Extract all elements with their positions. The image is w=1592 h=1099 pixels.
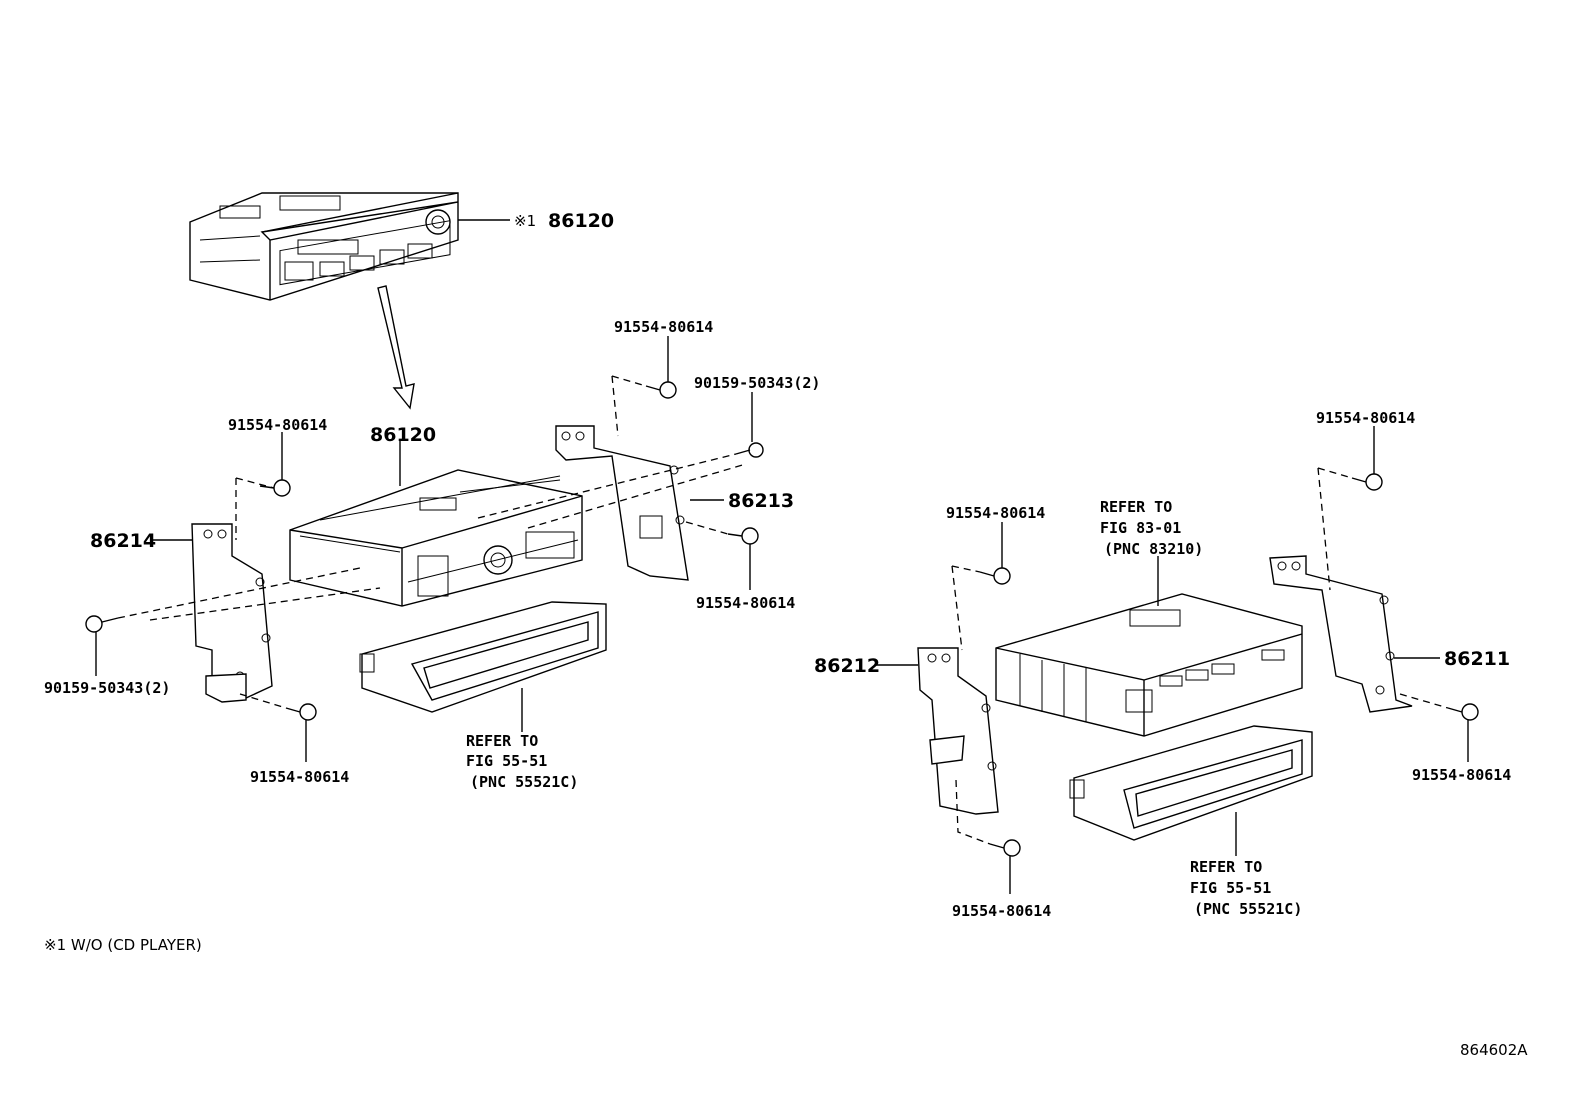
refer-right-top-line3: (PNC 83210) bbox=[1104, 540, 1203, 558]
bolt-right-bottom bbox=[727, 527, 759, 545]
refer-right-bottom-line1: REFER TO bbox=[1190, 858, 1262, 876]
label-bolt-e: 91554-80614 bbox=[946, 504, 1045, 522]
label-86214: 86214 bbox=[90, 530, 156, 552]
screw-right bbox=[735, 442, 764, 458]
bolt-navi-right-bottom bbox=[1447, 703, 1479, 721]
label-screw-left: 90159-50343(2) bbox=[44, 679, 170, 697]
cd-radio-unit bbox=[289, 469, 583, 607]
bolt-navi-left-bottom bbox=[989, 839, 1021, 857]
bolt-navi-right-top bbox=[1351, 473, 1383, 491]
label-86120: 86120 bbox=[370, 424, 436, 446]
bracket-86212 bbox=[917, 647, 999, 815]
label-86211: 86211 bbox=[1444, 648, 1510, 670]
label-bolt-a: 91554-80614 bbox=[228, 416, 327, 434]
refer-right-bottom-line2: FIG 55-51 bbox=[1190, 879, 1271, 897]
label-screw-right: 90159-50343(2) bbox=[694, 374, 820, 392]
radio-unit-top bbox=[189, 192, 459, 301]
bolt-left-bottom bbox=[285, 703, 317, 721]
bracket-86211 bbox=[1269, 555, 1413, 713]
asterisk-marker: ※1 bbox=[514, 212, 536, 230]
bracket-86214 bbox=[191, 523, 273, 703]
refer-right-top-line1: REFER TO bbox=[1100, 498, 1172, 516]
label-bolt-f: 91554-80614 bbox=[952, 902, 1051, 920]
label-bolt-g: 91554-80614 bbox=[1316, 409, 1415, 427]
label-bolt-d: 91554-80614 bbox=[696, 594, 795, 612]
label-bolt-c: 91554-80614 bbox=[614, 318, 713, 336]
footnote: ※1 W/O (CD PLAYER) bbox=[44, 936, 202, 954]
refer-right-bottom-line3: (PNC 55521C) bbox=[1194, 900, 1302, 918]
pocket-right bbox=[1069, 725, 1313, 841]
refer-right-top-line2: FIG 83-01 bbox=[1100, 519, 1181, 537]
label-86213: 86213 bbox=[728, 490, 794, 512]
label-86212: 86212 bbox=[814, 655, 880, 677]
pocket-left bbox=[359, 601, 607, 713]
label-bolt-h: 91554-80614 bbox=[1412, 766, 1511, 784]
bolt-left-top bbox=[259, 479, 291, 497]
install-arrow bbox=[377, 285, 415, 410]
navigation-unit bbox=[995, 593, 1303, 737]
label-bolt-b: 91554-80614 bbox=[250, 768, 349, 786]
bolt-navi-left-top bbox=[979, 567, 1011, 585]
label-86120-top: 86120 bbox=[548, 210, 614, 232]
refer-left-line1: REFER TO bbox=[466, 732, 538, 750]
figure-code: 864602A bbox=[1460, 1041, 1528, 1059]
refer-left-line3: (PNC 55521C) bbox=[470, 773, 578, 791]
screw-left bbox=[85, 615, 119, 633]
bolt-right-top bbox=[645, 381, 677, 399]
refer-left-line2: FIG 55-51 bbox=[466, 752, 547, 770]
